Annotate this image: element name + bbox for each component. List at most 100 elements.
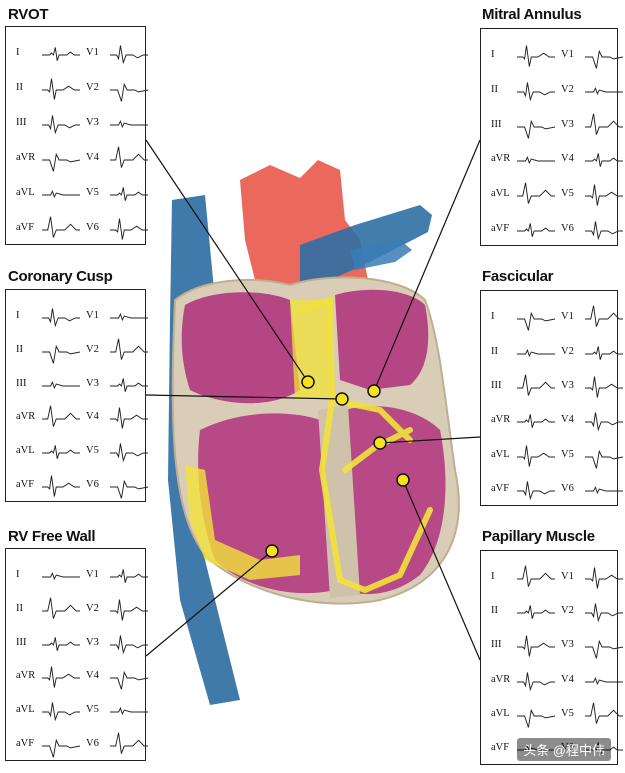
lead-label-v1: V1 [86,568,99,580]
lead-label-avl: aVL [16,186,35,198]
lead-label-v3: V3 [561,118,574,130]
ecg-trace-i [517,311,556,331]
ecg-trace-ii [517,605,555,620]
lead-label-v1: V1 [561,49,574,61]
lead-label-avf: aVF [16,738,35,750]
ecg-trace-v1 [110,45,148,65]
interventricular-septum [318,405,360,598]
lead-label-i: I [16,47,20,59]
title-mitral: Mitral Annulus [482,6,582,23]
ecg-trace-avl [517,182,555,204]
lead-label-avl: aVL [16,704,35,716]
marker-mitral [367,384,381,398]
conduction-system [297,295,433,594]
lead-label-i: I [491,311,495,323]
lead-label-v1: V1 [561,571,574,583]
lead-label-ii: II [16,343,23,355]
lead-label-avr: aVR [491,414,511,426]
lead-label-avl: aVL [16,445,35,457]
lead-label-v5: V5 [86,445,99,457]
lead-label-i: I [491,49,495,61]
lead-label-avr: aVR [491,673,511,685]
lead-label-avl: aVL [491,448,510,460]
lead-label-ii: II [16,602,23,614]
title-cusp: Coronary Cusp [8,268,113,285]
lead-label-iii: III [16,117,27,129]
ecg-trace-v6 [585,221,623,241]
lead-label-v3: V3 [561,379,574,391]
lead-label-v6: V6 [561,741,574,753]
lead-label-avr: aVR [16,151,36,163]
lead-label-v5: V5 [86,186,99,198]
lead-label-v3: V3 [561,639,574,651]
rv-free-wall-yellow [185,465,300,580]
left-atrium [335,289,429,390]
lead-label-i: I [16,568,20,580]
leader-rvfree [145,550,273,657]
lead-label-v2: V2 [561,345,574,357]
lead-label-v4: V4 [561,414,574,426]
ecg-trace-avl [42,445,80,460]
ecg-trace-avl [42,702,80,722]
ecg-trace-i [517,565,555,587]
ecg-trace-ii [517,348,555,357]
lead-label-i: I [16,309,20,321]
lead-label-ii: II [16,82,23,94]
lead-label-ii: II [491,345,498,357]
ecg-trace-v6 [110,732,148,754]
title-rvfree: RV Free Wall [8,528,96,545]
lead-label-v6: V6 [86,221,99,233]
lead-label-v2: V2 [86,82,99,94]
ecg-trace-v3 [585,640,624,659]
ecg-trace-v4 [585,676,623,685]
ecg-trace-v5 [585,702,623,724]
lead-label-v4: V4 [86,411,99,423]
lead-label-v3: V3 [86,117,99,129]
ecg-trace-ii [42,597,80,619]
lead-label-v3: V3 [86,636,99,648]
ecg-trace-iii [517,635,555,657]
ecg-trace-avf [517,481,555,501]
ecg-trace-i [517,45,555,67]
ecg-trace-i [42,571,80,581]
leader-mitral [373,139,481,392]
ecg-trace-avr [517,156,555,165]
ecg-trace-iii [517,119,556,139]
leader-cusp [145,394,343,400]
ecg-trace-v5 [110,443,148,463]
watermark: 头条 @程中伟 [517,738,611,761]
lead-label-v5: V5 [561,707,574,719]
lead-label-iii: III [491,118,502,130]
lead-label-v6: V6 [86,479,99,491]
ecg-trace-avf [42,216,80,238]
ecg-trace-avl [517,708,556,728]
ecg-trace-iii [42,636,80,651]
ecg-trace-v3 [585,376,623,398]
lead-label-iii: III [16,377,27,389]
leader-rvot [145,139,309,383]
ecg-trace-ii [517,82,555,102]
ecg-trace-avf [42,475,80,497]
ecg-trace-v3 [110,377,148,392]
ecg-trace-v1 [585,305,623,327]
lead-label-v2: V2 [86,602,99,614]
ecg-trace-ii [42,344,81,364]
ecg-trace-v4 [110,146,148,168]
ecg-trace-avf [517,222,555,237]
ecg-trace-v2 [110,83,149,102]
lead-label-v6: V6 [561,482,574,494]
lead-label-iii: III [16,636,27,648]
ecg-trace-iii [42,380,80,389]
ecg-trace-v1 [585,567,623,589]
lead-label-avf: aVF [16,479,35,491]
ecg-trace-avr [517,414,555,429]
ecg-trace-avf [42,738,81,758]
ecg-trace-v3 [110,635,148,655]
ecg-trace-iii [517,374,555,396]
ecg-trace-v5 [110,187,148,201]
